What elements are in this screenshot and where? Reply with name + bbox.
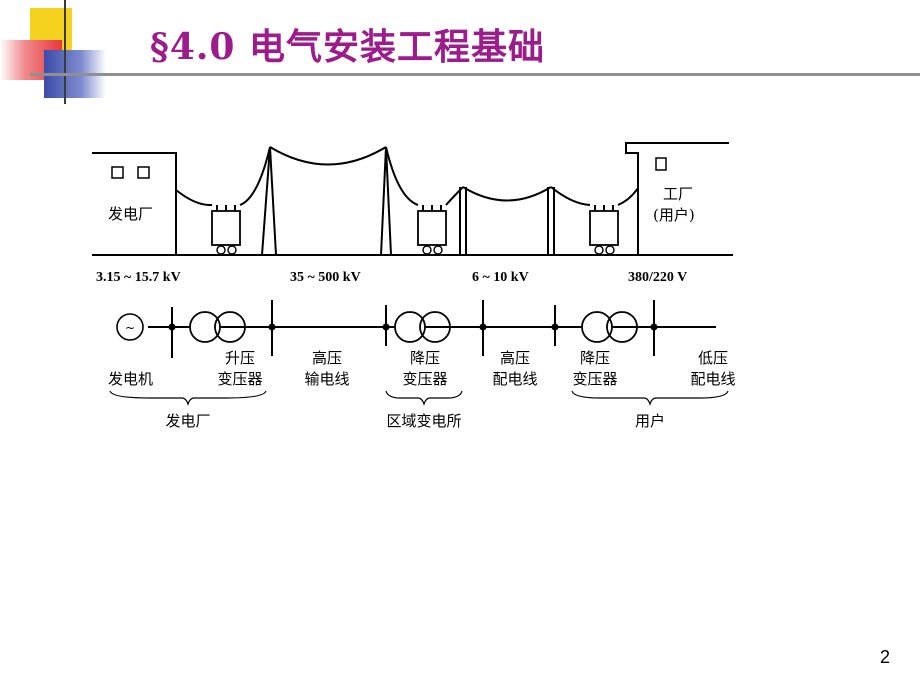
component-label: 降压 bbox=[580, 349, 610, 367]
voltage-label: 35 ~ 500 kV bbox=[290, 270, 361, 285]
mv-feed-line bbox=[445, 186, 464, 206]
component-label: 发电机 bbox=[108, 370, 153, 388]
component-label: 变压器 bbox=[402, 370, 447, 388]
component-label: 高压 bbox=[312, 349, 342, 367]
component-label: 变压器 bbox=[572, 370, 617, 388]
group-label: 发电厂 bbox=[165, 412, 210, 430]
component-label: 输电线 bbox=[304, 370, 349, 388]
generator-tilde: ~ bbox=[125, 321, 135, 335]
step-down-transformer-symbol bbox=[394, 311, 426, 343]
plant-to-transformer-line bbox=[175, 189, 213, 207]
lv-feed-line bbox=[617, 187, 639, 206]
power-plant-building bbox=[92, 152, 177, 255]
plant-label: 发电厂 bbox=[108, 205, 153, 223]
plant-window-icon bbox=[137, 166, 150, 179]
substation-group-brace bbox=[385, 390, 463, 406]
component-label: 配电线 bbox=[492, 370, 537, 388]
user-transformer-icon bbox=[589, 205, 619, 255]
mv-distribution-line bbox=[462, 186, 552, 202]
voltage-label: 3.15 ~ 15.7 kV bbox=[96, 270, 181, 285]
voltage-label: 380/220 V bbox=[628, 270, 687, 285]
mv-drop-line bbox=[550, 186, 591, 206]
hv-drop-line bbox=[385, 146, 419, 206]
user-group-brace bbox=[571, 390, 729, 406]
component-label: 降压 bbox=[410, 349, 440, 367]
user-transformer-symbol bbox=[581, 311, 613, 343]
substation-transformer-icon bbox=[417, 205, 447, 255]
factory-window-icon bbox=[655, 157, 667, 171]
generator-symbol bbox=[116, 313, 144, 341]
component-label: 低压 bbox=[698, 349, 728, 367]
page-number: 2 bbox=[879, 647, 890, 667]
transmission-tower-icon bbox=[261, 146, 277, 256]
factory-building bbox=[625, 142, 729, 255]
distribution-pole-icon bbox=[547, 187, 555, 255]
component-label: 升压 bbox=[225, 349, 255, 367]
factory-label: 工厂 bbox=[663, 185, 693, 203]
component-label: 变压器 bbox=[217, 370, 262, 388]
title-divider bbox=[30, 73, 920, 76]
group-label: 区域变电所 bbox=[386, 412, 461, 430]
hv-feed-line bbox=[239, 146, 271, 206]
distribution-pole-icon bbox=[459, 187, 467, 255]
voltage-label: 6 ~ 10 kV bbox=[472, 270, 529, 285]
step-up-transformer-icon bbox=[211, 205, 241, 255]
plant-window-icon bbox=[111, 166, 124, 179]
step-up-transformer-symbol bbox=[189, 311, 221, 343]
component-label: 配电线 bbox=[690, 370, 735, 388]
slide-title: §4.0 电气安装工程基础 bbox=[150, 26, 545, 68]
factory-user-label: (用户) bbox=[653, 206, 695, 224]
hv-transmission-line bbox=[269, 146, 387, 166]
group-label: 用户 bbox=[635, 412, 665, 430]
component-label: 高压 bbox=[500, 349, 530, 367]
corner-vertical-line bbox=[64, 0, 66, 104]
transmission-tower-icon bbox=[380, 146, 392, 256]
plant-group-brace bbox=[109, 390, 267, 406]
